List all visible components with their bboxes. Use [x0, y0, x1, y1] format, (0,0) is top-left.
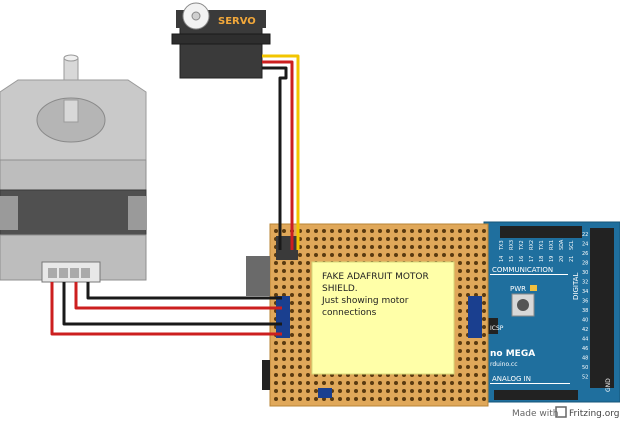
- pin-number: 20: [559, 256, 565, 262]
- arduino-mega: TX3 RX3 TX2 RX2 TX1 RX1 SDA SCL 14 15 16 17 18 19 20 21…: [483, 221, 620, 403]
- servo-wire-black: [262, 66, 288, 250]
- fritzing-logo-icon: [555, 406, 567, 418]
- protoboard-shield: FAKE ADAFRUIT MOTOR SHIELD. Just showing…: [246, 223, 489, 407]
- note-line-1: FAKE ADAFRUIT MOTOR: [322, 272, 429, 282]
- pin-label: RX1: [549, 240, 555, 250]
- pin-label: RX3: [509, 240, 515, 250]
- pin-label: 48: [582, 356, 588, 362]
- arduino-pwr-led: [530, 285, 537, 291]
- pin-label: SDA: [559, 239, 565, 250]
- pin-label: 32: [582, 280, 588, 286]
- wires: [50, 54, 300, 336]
- stepper-motor: [0, 54, 147, 283]
- pin-label: 30: [582, 270, 588, 276]
- pin-label: 52: [582, 375, 588, 381]
- pin-label: TX1: [539, 240, 545, 251]
- pin-label: SCL: [569, 240, 575, 250]
- terminal-block-bottom: [318, 388, 332, 398]
- pin-label: 46: [582, 346, 588, 352]
- pin-label: 44: [582, 337, 588, 343]
- arduino-header-top: [500, 226, 582, 238]
- stepper-body-upper: [0, 159, 147, 191]
- stepper-wire-3: [74, 282, 282, 310]
- pin-label: 26: [582, 251, 588, 257]
- terminal-block-right: [468, 296, 482, 338]
- fritzing-footer: Made with Fritzing.org: [512, 406, 620, 419]
- arduino-header-analog: [494, 390, 578, 400]
- pin-label: TX2: [519, 240, 525, 251]
- pin-label: 40: [582, 318, 588, 324]
- stepper-body-dark: [0, 189, 147, 236]
- pin-label: 36: [582, 299, 588, 305]
- note-line-3: Just showing motor: [321, 296, 409, 306]
- arduino-pin-labels-comm: TX3 RX3 TX2 RX2 TX1 RX1 SDA SCL 14 15 16 17 18 19 20 21: [499, 239, 575, 262]
- pin-label: 28: [582, 261, 588, 267]
- note-line-2: SHIELD.: [322, 284, 358, 294]
- pin-label: 34: [582, 289, 588, 295]
- arduino-pin-labels-digital: 22 24 26 28 30 32 34 36 38 40 42 44 46 48 50 52: [582, 232, 588, 381]
- pin-number: 18: [539, 256, 545, 262]
- pin-number: 16: [519, 256, 525, 262]
- arduino-gnd-label: GND: [605, 378, 612, 392]
- terminal-block-stepper: [276, 296, 290, 338]
- shield-side-connector: [246, 256, 270, 296]
- arduino-brand-label: rduino.cc: [490, 361, 518, 368]
- arduino-pwr-label: PWR: [510, 285, 526, 293]
- servo: SERVO: [171, 2, 271, 79]
- pin-label: 22: [582, 232, 588, 238]
- stepper-wire-2: [62, 282, 282, 326]
- arduino-model-label: no MEGA: [490, 349, 535, 359]
- pin-label: 50: [582, 365, 588, 371]
- pin-label: RX2: [529, 240, 535, 250]
- servo-label: SERVO: [218, 16, 256, 27]
- arduino-communication-label: COMMUNICATION: [492, 266, 553, 274]
- pin-number: 14: [499, 256, 505, 262]
- pin-number: 19: [549, 256, 555, 262]
- servo-body: [179, 21, 263, 79]
- servo-wire-red: [262, 60, 294, 250]
- arduino-header-right: [590, 228, 614, 388]
- arduino-icsp-label: ICSP: [490, 325, 504, 332]
- pin-number: 21: [569, 256, 575, 262]
- note-box: [311, 261, 455, 375]
- fritzing-brand: Fritzing.org: [569, 409, 620, 419]
- arduino-icsp-header: [486, 318, 498, 334]
- pin-label: 38: [582, 308, 588, 314]
- arduino-analog-label: ANALOG IN: [492, 375, 531, 383]
- made-with-label: Made with: [512, 409, 559, 419]
- pin-number: 17: [529, 256, 535, 262]
- stepper-wire-1: [50, 282, 282, 336]
- arduino-digital-label: DIGITAL: [572, 273, 580, 300]
- stepper-wire-4: [86, 282, 282, 300]
- pin-label: 24: [582, 242, 588, 248]
- servo-wire-yellow: [262, 54, 300, 250]
- pin-label: 42: [582, 327, 588, 333]
- pin-number: 15: [509, 256, 515, 262]
- pin-label: TX3: [499, 240, 505, 251]
- shield-power-jack: [262, 360, 270, 390]
- note-line-4: connections: [322, 308, 377, 318]
- stepper-shaft-tip: [63, 54, 79, 62]
